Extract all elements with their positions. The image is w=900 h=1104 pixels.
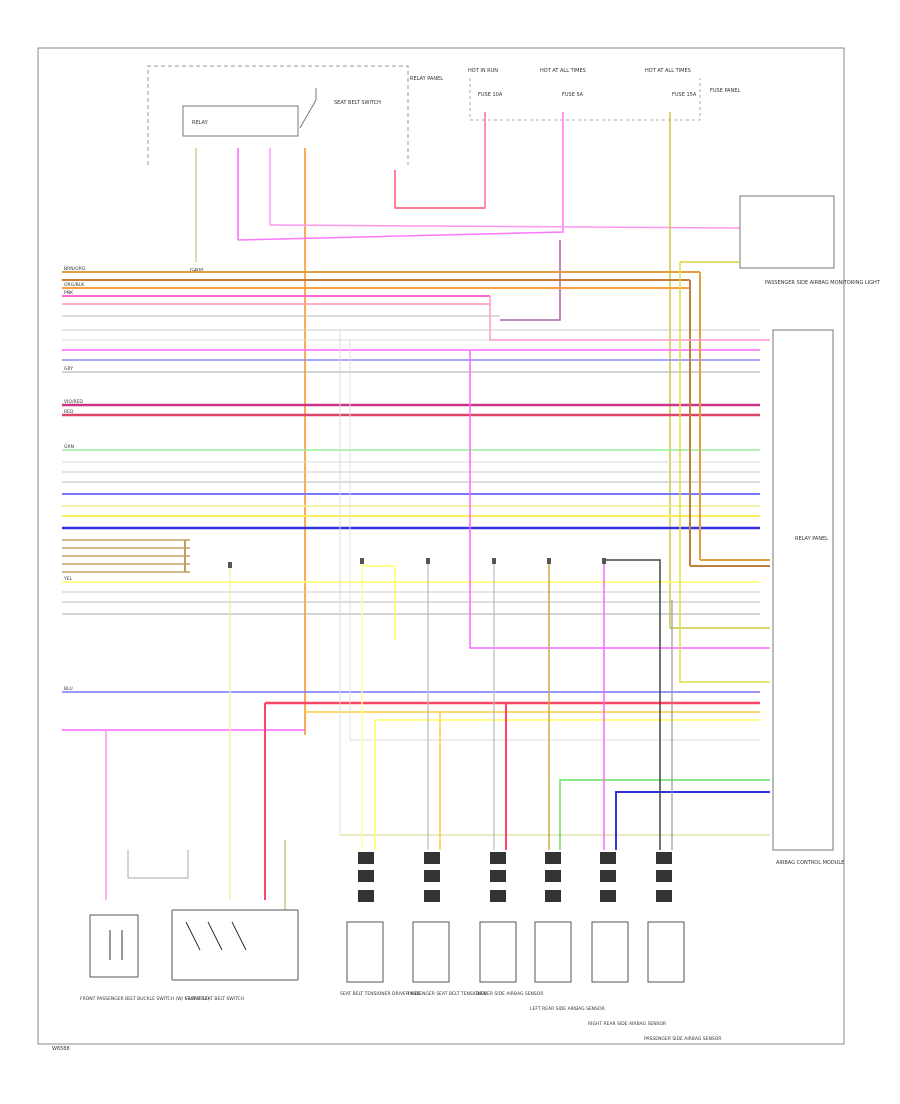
- passenger-belt-switch-label: FRONT PASSENGER BELT BUCKLE SWITCH (W/ S…: [80, 996, 210, 1002]
- footer-code: W6588: [52, 1046, 70, 1052]
- sensor4-label: LEFT REAR SIDE AIRBAG SENSOR: [530, 1006, 605, 1012]
- hot-at-all-times-1: HOT AT ALL TIMES: [540, 68, 586, 74]
- airbag-control-module: [772, 329, 834, 851]
- seat-belt-switch-label: SEAT BELT SWITCH: [334, 100, 381, 106]
- sensor2-label: PASSENGER SEAT BELT TENSIONER: [408, 991, 487, 997]
- passenger-occupant-label: PASSENGER SIDE AIRBAG MONITORING LIGHT: [765, 280, 881, 286]
- relay-panel-right: RELAY PANEL: [795, 536, 828, 542]
- wire-label-brn-org: BRN/ORG: [64, 266, 86, 272]
- hot-in-run-label: HOT IN RUN: [468, 68, 498, 74]
- fuse-label-2: FUSE 5A: [562, 92, 584, 98]
- passenger-occupant-module: [739, 195, 835, 269]
- front-seat-belt-switch-box: [171, 909, 299, 981]
- wire-label-gry: GRY: [64, 366, 73, 372]
- sensor1-label: SEAT BELT TENSIONER DRIVER SIDE: [340, 991, 421, 997]
- wire-label-blu: BLU: [64, 686, 73, 692]
- airbag-control-label: AIRBAG CONTROL MODULE: [776, 860, 844, 866]
- wire-red-hot-in-run: [394, 112, 486, 209]
- fuse-panel-box: [469, 78, 701, 121]
- front-seat-belt-switch-symbol: [185, 921, 247, 951]
- sensor-connectors: [358, 852, 672, 902]
- sensor5-label: RIGHT REAR SIDE AIRBAG SENSOR: [588, 1021, 666, 1027]
- bus-wires: [62, 271, 760, 741]
- wire-label-red: RED: [64, 409, 74, 415]
- wire-label-org: ORG/BLK: [64, 282, 85, 288]
- wire-s6: [604, 559, 661, 850]
- wire-violet: [500, 240, 561, 321]
- wire-pink-to-acm: [489, 296, 770, 341]
- seat-belt-switch-symbol: [299, 88, 317, 129]
- sensor3-label: DRIVER SIDE AIRBAG SENSOR: [476, 991, 543, 997]
- diagram-frame: [37, 47, 845, 1045]
- fuse-panel-label: FUSE PANEL: [710, 88, 740, 94]
- wire-pink-acm: [469, 350, 770, 649]
- sensor6-label: PASSENGER SIDE AIRBAG SENSOR: [644, 1036, 721, 1042]
- connector-bracket: [127, 850, 189, 879]
- relay-box: [182, 105, 299, 137]
- wire-label-vio: VIO/RED: [64, 399, 83, 405]
- wire-label-pnk: PNK: [64, 290, 74, 296]
- passenger-belt-switch-symbol: [109, 930, 123, 960]
- front-seat-belt-switch-label: FRONT SEAT BELT SWITCH: [185, 996, 244, 1002]
- wire-pink-horizontal: [269, 224, 741, 229]
- passenger-belt-switch-box: [89, 914, 139, 978]
- wire-yellow-fuse3: [669, 112, 770, 629]
- wire-yellow-pom-acm: [679, 262, 770, 683]
- relay-label: RELAY: [192, 120, 209, 126]
- hot-at-all-times-2: HOT AT ALL TIMES: [645, 68, 691, 74]
- relay-panel-box: [147, 65, 409, 165]
- wire-s1-a: [362, 565, 396, 640]
- relay-panel-label: RELAY PANEL: [410, 76, 443, 82]
- sensor-boxes: [346, 921, 685, 983]
- wire-label-grn: GRN: [64, 444, 74, 450]
- wire-s5-blue: [615, 791, 770, 850]
- connector-pins: [228, 558, 606, 568]
- fuse-label-3: FUSE 15A: [672, 92, 697, 98]
- wire-s4-green: [559, 779, 770, 850]
- wire-pink-fuse2: [237, 112, 564, 241]
- fuse-label-1: FUSE 10A: [478, 92, 503, 98]
- wire-label-yel: YEL: [63, 576, 73, 582]
